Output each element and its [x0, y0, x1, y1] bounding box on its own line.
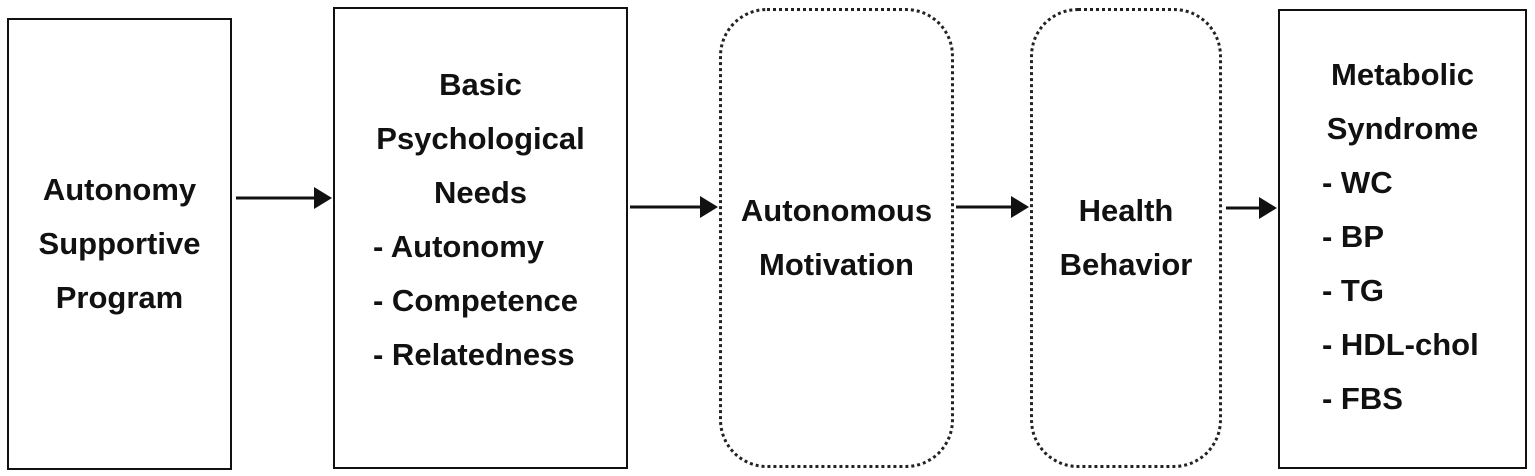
- node-list-item: - FBS: [1322, 381, 1403, 416]
- node-title-line: Syndrome: [1326, 111, 1479, 146]
- node-list-item: - Competence: [373, 283, 578, 318]
- arrow-1: [236, 187, 332, 209]
- node-list-item: - BP: [1322, 219, 1384, 254]
- node-title-line: Motivation: [759, 247, 914, 282]
- node-title-line: Autonomous: [740, 193, 933, 228]
- node-list-item: - TG: [1322, 273, 1384, 308]
- node-title-line: Needs: [433, 175, 528, 210]
- node-list-item: - HDL-chol: [1322, 327, 1479, 362]
- node-title-line: Health: [1078, 193, 1174, 228]
- node-metabolic-syndrome: Metabolic Syndrome - WC - BP - TG - HDL-…: [1278, 9, 1527, 469]
- node-list-item: - WC: [1322, 165, 1393, 200]
- node-list-item: - Relatedness: [373, 337, 575, 372]
- node-title-line: Program: [55, 280, 184, 315]
- node-title-line: Metabolic: [1331, 57, 1474, 92]
- node-title-line: Behavior: [1059, 247, 1193, 282]
- node-health-behavior: Health Behavior: [1030, 8, 1222, 468]
- node-title-line: Psychological: [376, 121, 585, 156]
- arrow-2: [630, 196, 718, 218]
- node-autonomy-supportive-program: Autonomy Supportive Program: [7, 18, 232, 470]
- node-list-item: - Autonomy: [373, 229, 545, 264]
- node-title-line: Basic: [439, 67, 522, 102]
- node-basic-psychological-needs: Basic Psychological Needs - Autonomy - C…: [333, 7, 628, 469]
- arrow-4: [1226, 197, 1277, 219]
- arrow-3: [956, 196, 1029, 218]
- node-autonomous-motivation: Autonomous Motivation: [719, 8, 954, 468]
- node-title-line: Supportive: [38, 226, 201, 261]
- node-title-line: Autonomy: [42, 172, 197, 207]
